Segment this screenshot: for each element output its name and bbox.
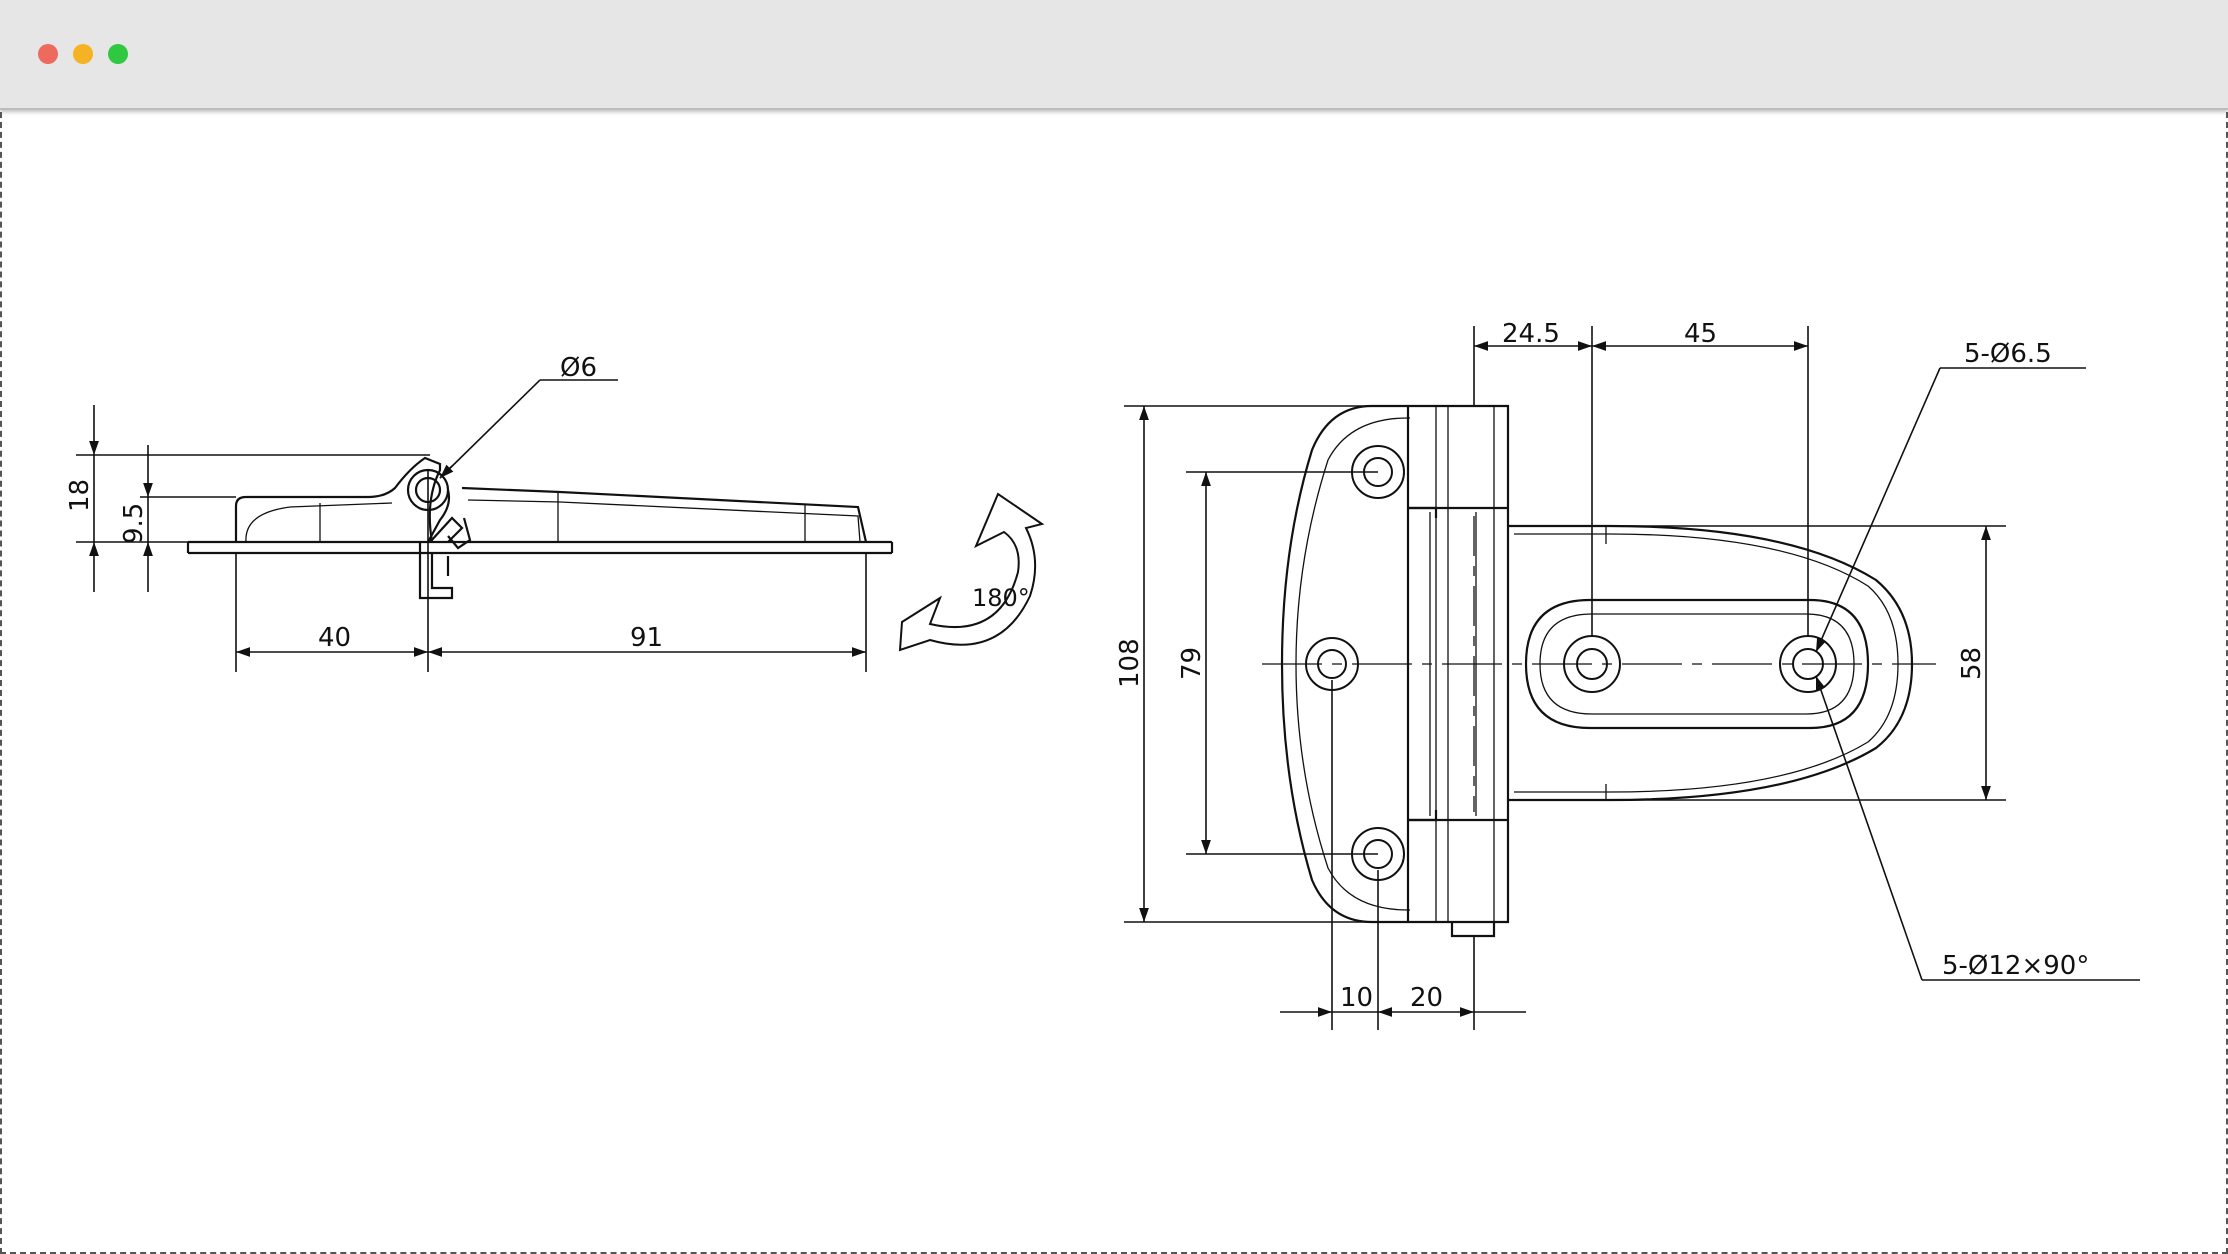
dim-hole-spacing-79: 79 (1177, 647, 1207, 680)
dim-leaf-width-58: 58 (1957, 647, 1987, 680)
dim-height-leaf: 9.5 (119, 503, 149, 544)
front-slot (1524, 598, 1870, 730)
dim-hole-diameter: 5-Ø6.5 (1964, 339, 2052, 369)
side-view (186, 456, 894, 600)
close-dot-icon[interactable] (38, 44, 58, 64)
front-view-labels: 24.5 45 5-Ø6.5 5-Ø12×90° 108 79 58 10 20 (1115, 319, 2089, 1013)
front-right-leaf (1508, 524, 1914, 802)
maximize-dot-icon[interactable] (108, 44, 128, 64)
drawing-area (0, 112, 2228, 1254)
dim-edge-10: 10 (1340, 983, 1373, 1013)
side-right-leaf (461, 486, 868, 543)
rotation-label: 180° (972, 584, 1030, 612)
dim-right-length: 91 (630, 623, 663, 653)
side-stop-tab (418, 542, 454, 600)
minimize-dot-icon[interactable] (73, 44, 93, 64)
dim-edge-20: 20 (1410, 983, 1443, 1013)
dim-spacing-45: 45 (1684, 319, 1717, 349)
front-view-dims (1124, 326, 2140, 1030)
side-view-labels: Ø6 18 9.5 40 91 (65, 353, 663, 653)
side-view-dims (76, 379, 867, 672)
center-lines (1262, 516, 1936, 812)
front-pin-end (1450, 922, 1496, 938)
window-titlebar (0, 0, 2228, 110)
rotate-arrow-icon (898, 492, 1045, 652)
front-holes (1305, 445, 1837, 881)
side-left-leaf (234, 456, 442, 543)
dim-countersink: 5-Ø12×90° (1942, 951, 2089, 981)
dim-height-total: 18 (65, 479, 95, 512)
dim-pin-diameter: Ø6 (560, 353, 597, 383)
dim-height-108: 108 (1115, 638, 1145, 688)
dim-offset-24-5: 24.5 (1502, 319, 1560, 349)
side-base-plate (186, 540, 894, 555)
dim-left-length: 40 (318, 623, 351, 653)
